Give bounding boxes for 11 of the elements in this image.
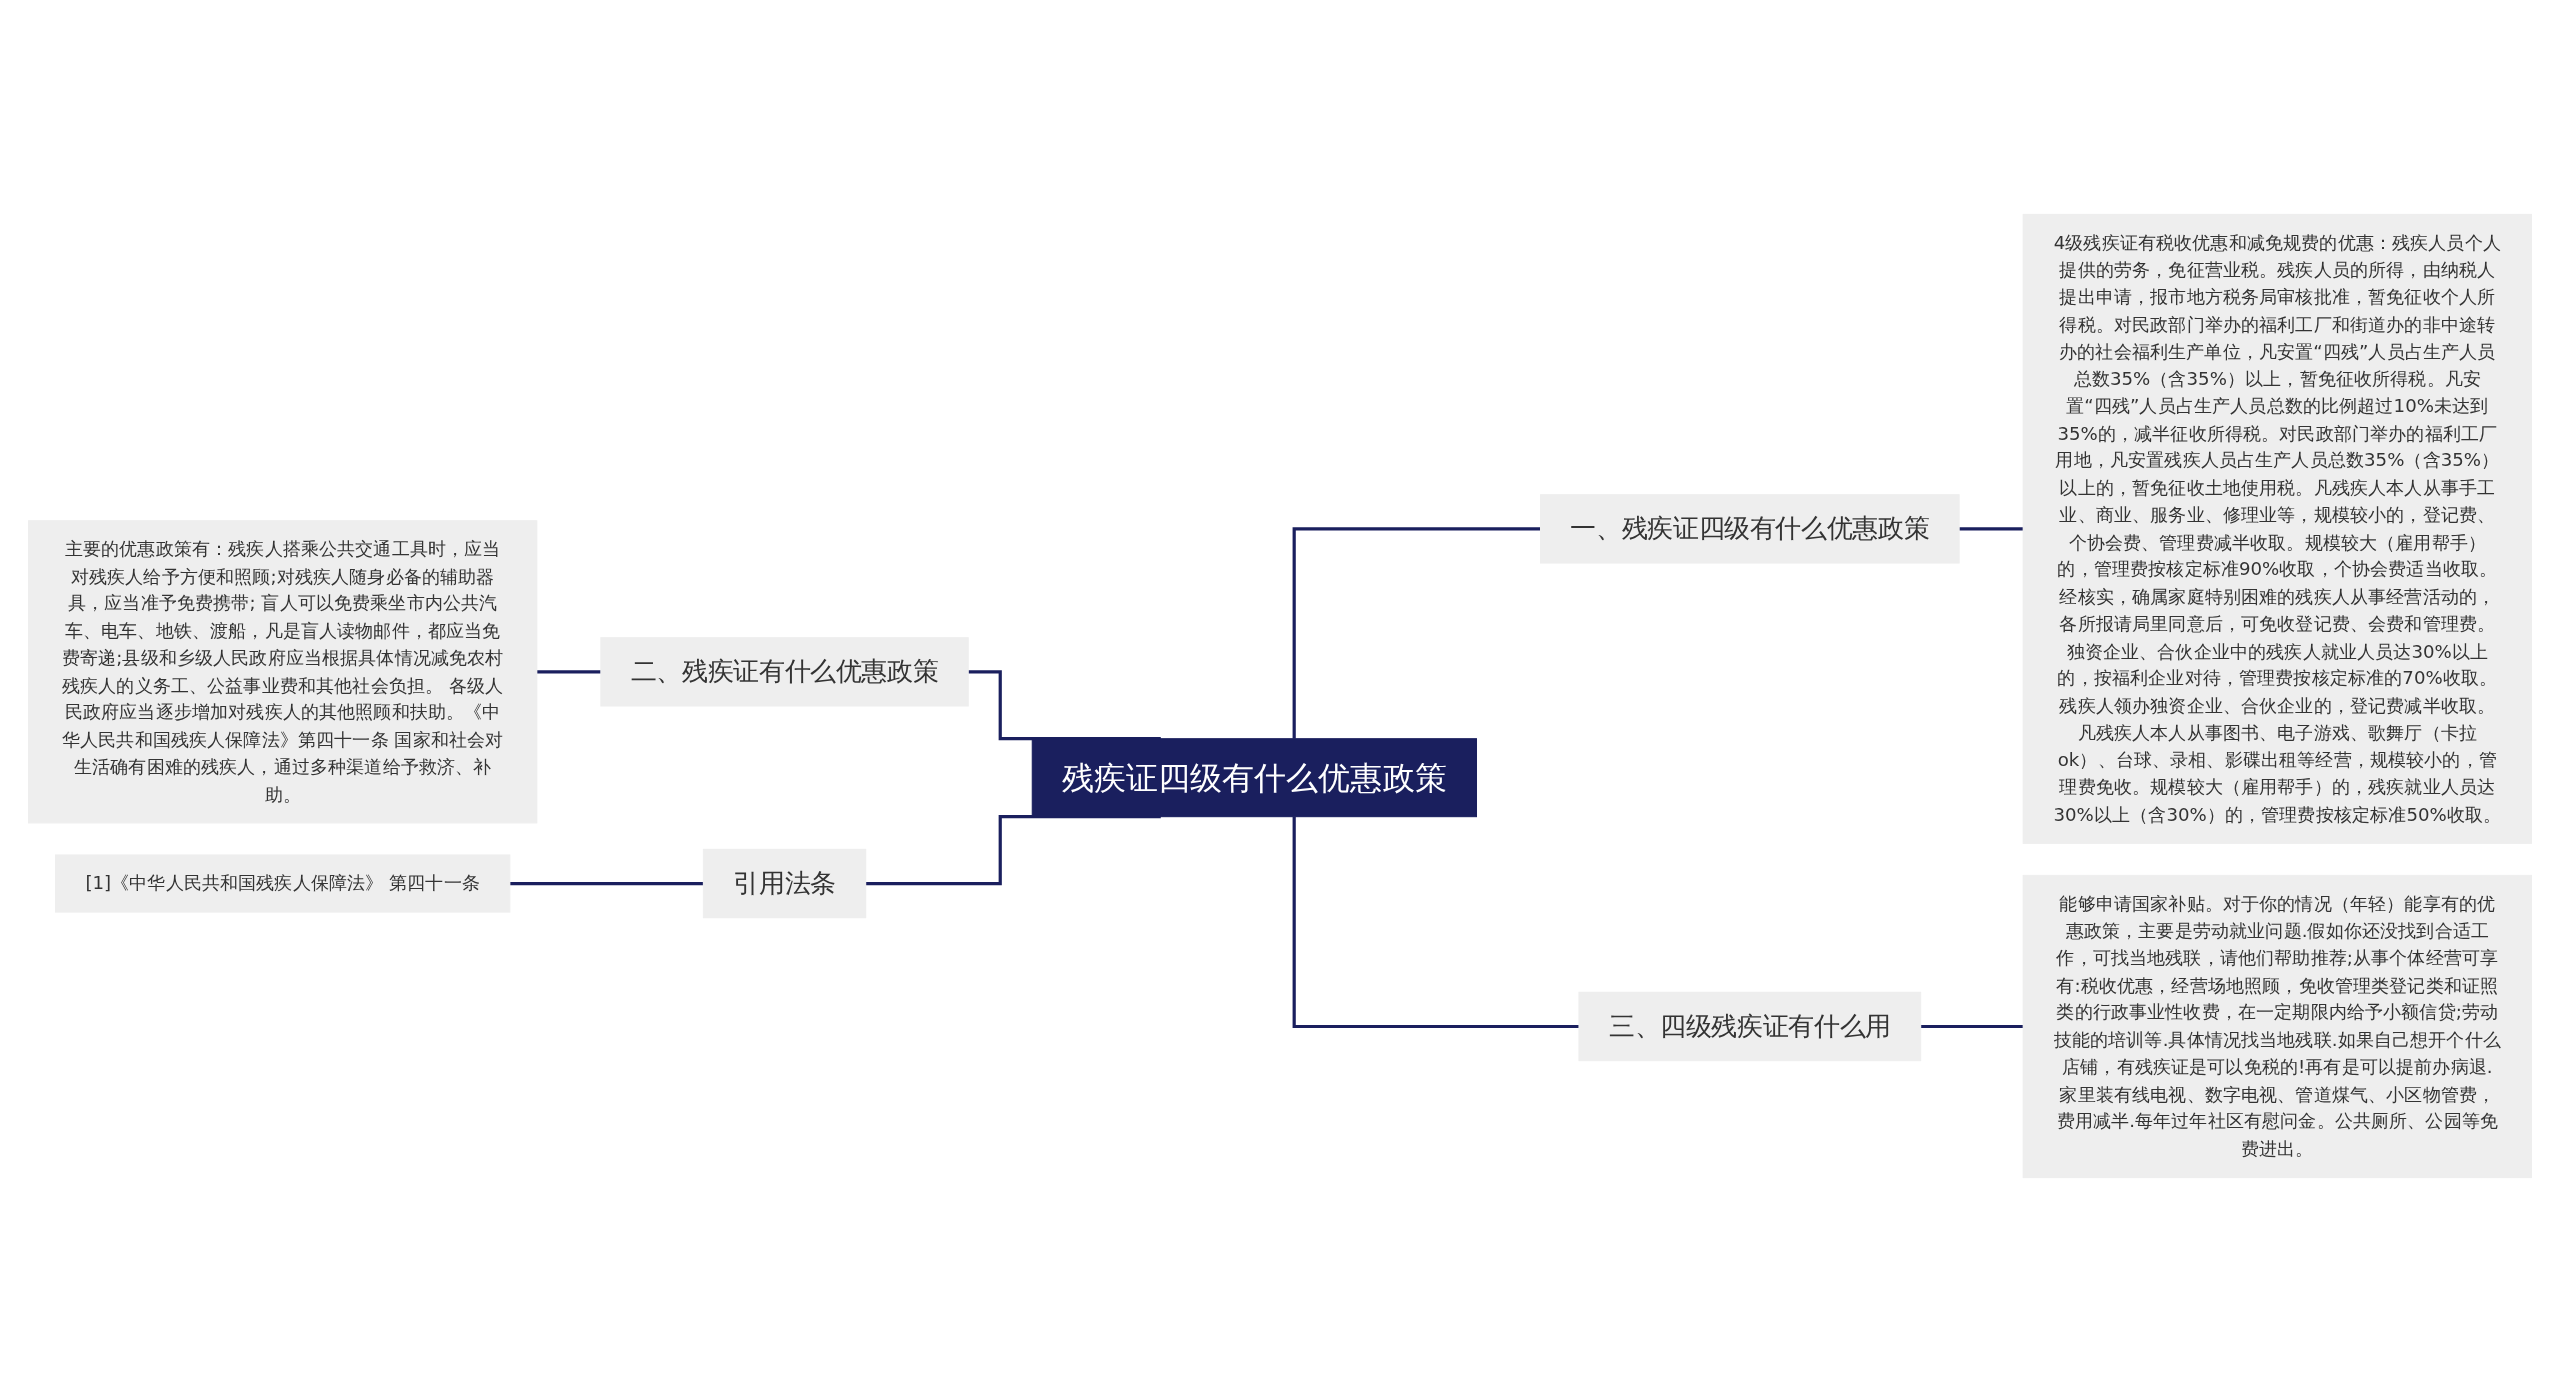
node-box: 残疾证四级有什么优惠政策 [1031,737,1477,817]
node-box: 引用法条 [702,848,867,918]
node-box: [1]《中华人民共和国残疾人保障法》 第四十一条 [54,853,511,913]
connector [1292,816,1579,1028]
node-box: 能够申请国家补贴。对于你的情况（年轻）能享有的优惠政策，主要是劳动就业问题.假如你还没找到合适工作，可找当地残联，请他们帮助推荐;从事个体经营可享有:税收优惠，经营场地照顾，免收管理类登记类和证照类的行政事业性收费，在一定期限内给予小额信贷;劳动技能的培训等.具体情况找当地残联.如果自己想开个什么店铺，有残疾证是可以免税的!再有是可以提前办病退.家里装有线电视、数字电视、管道煤气、小区物管费，费用减半.每年过年社区有慰问金。公共厕所、公园等免费进出。 [2022,874,2532,1178]
node-box: 4级残疾证有税收优惠和减免规费的优惠：残疾人员个人提供的劳务，免征营业税。残疾人员的所得，由纳税人提出申请，报市地方税务局审核批准，暂免征收个人所得税。对民政部门举办的福利工厂和街道办的非中途转办的社会福利生产单位，凡安置“四残”人员占生产人员总数35%（含35%）以上，暂免征收所得税。凡安置“四残”人员占生产人员总数的比例超过10%未达到35%的，减半征收所得税。对民政部门举办的福利工厂用地，凡安置残疾人员占生产人员总数35%（含35%）以上的，暂免征收土地使用税。凡残疾人本人从事手工业、商业、服务业、修理业等，规模较小的，登记费、个协会费、管理费减半收取。规模较大（雇用帮手）的，管理费按核定标准90%收取，个协会费适当收取。经核实，确属家庭特别困难的残疾人从事经营活动的，各所报请局里同意后，可免收登记费、会费和管理费。独资企业、合伙企业中的残疾人就业人员达30%以上的，按福利企业对待，管理费按核定标准的70%收取。残疾人领办独资企业、合伙企业的，登记费减半收取。凡残疾人本人从事图书、电子游戏、歌舞厅（卡拉ok）、台球、录相、影碟出租等经营，规模较小的，管理费免收。规模较大（雇用帮手）的，残疾就业人员达30%以上（含30%）的，管理费按核定标准50%收取。 [2022,213,2532,844]
node-box: 二、残疾证有什么优惠政策 [600,636,969,707]
connector [1292,526,1541,739]
node-box: 一、残疾证四级有什么优惠政策 [1540,493,1960,564]
node-box: 三、四级残疾证有什么用 [1578,991,1922,1061]
node-box: 主要的优惠政策有：残疾人搭乘公共交通工具时，应当对残疾人给予方便和照顾;对残疾人随身必备的辅助器具，应当准予免费携带; 盲人可以免费乘坐市内公共汽车、电车、地铁、渡船，凡是盲人读物邮件，都应当免费寄递;县级和乡级人民政府应当根据具体情况减免农村残疾人的义务工、公益事业费和其他社会负担。 各级人民政府应当逐步增加对残疾人的其他照顾和扶助。《中华人民共和国残疾人保障法》第四十一条 国家和社会对生活确有困难的残疾人，通过多种渠道给予救济、补助。 [28,519,538,823]
